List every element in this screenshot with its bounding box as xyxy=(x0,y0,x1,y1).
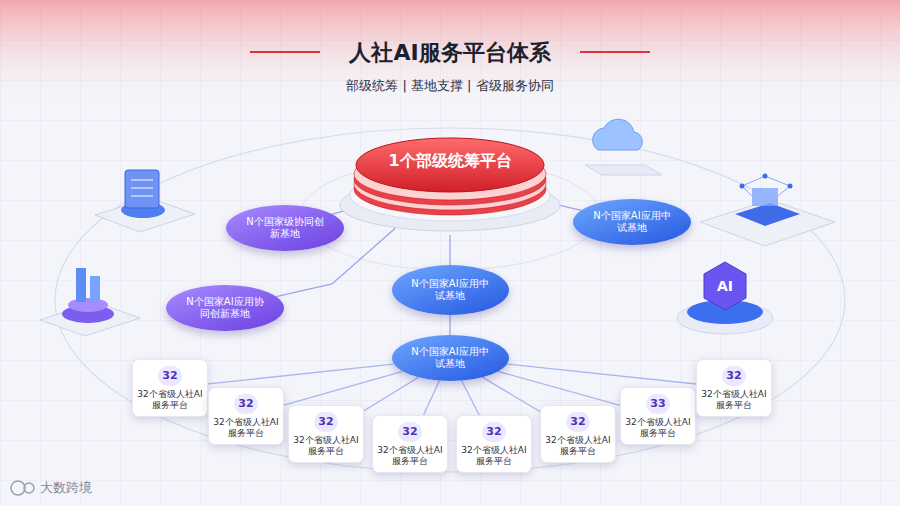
connector xyxy=(423,381,439,416)
province-card: 32 32个省级人社AI服务平台 xyxy=(372,415,448,473)
connector xyxy=(364,377,418,410)
title-rule xyxy=(580,51,650,53)
card-number: 32 xyxy=(234,394,258,414)
top-fade xyxy=(0,0,900,110)
card-label: 32个省级人社AI服务平台 xyxy=(701,389,767,411)
province-card: 32 32个省级人社AI服务平台 xyxy=(288,405,364,463)
server-icon xyxy=(95,170,195,232)
base-ellipse: N个国家AI应用中试基地 xyxy=(573,199,691,245)
stack-icon xyxy=(40,268,140,336)
node-label: N个国家AI应用中试基地 xyxy=(408,278,492,303)
card-number: 32 xyxy=(722,366,746,386)
connector xyxy=(506,364,696,384)
node-label: N个国家AI应用协同创新基地 xyxy=(183,296,267,321)
card-label: 32个省级人社AI服务平台 xyxy=(377,445,443,467)
base-ellipse: N个国家级协同创新基地 xyxy=(226,205,344,251)
card-number: 33 xyxy=(646,394,670,414)
card-label: 32个省级人社AI服务平台 xyxy=(137,389,203,411)
subtitle: 部级统筹 | 基地支撑 | 省级服务协同 xyxy=(346,77,553,95)
base-ellipse: N个国家AI应用协同创新基地 xyxy=(166,285,284,331)
cloud-icon xyxy=(585,119,662,175)
connector xyxy=(449,235,450,265)
orbit-ring xyxy=(55,128,845,472)
title-rule xyxy=(250,51,320,53)
connector xyxy=(284,371,403,405)
province-card: 32 32个省级人社AI服务平台 xyxy=(132,359,208,417)
platform-stack xyxy=(335,125,565,235)
card-label: 32个省级人社AI服务平台 xyxy=(213,417,279,439)
node-label: N个国家AI应用中试基地 xyxy=(590,210,674,235)
card-label: 32个省级人社AI服务平台 xyxy=(461,445,527,467)
node-label: N个国家AI应用中试基地 xyxy=(408,346,492,371)
card-number: 32 xyxy=(314,412,338,432)
connector xyxy=(449,315,450,335)
province-card: 32 32个省级人社AI服务平台 xyxy=(456,415,532,473)
chip-icon xyxy=(700,174,835,247)
ai-badge-text: AI xyxy=(717,278,733,294)
base-ellipse: N个国家AI应用中试基地 xyxy=(392,265,509,315)
watermark-logo xyxy=(11,481,34,495)
watermark: 大数跨境 xyxy=(40,479,92,497)
province-card: 33 32个省级人社AI服务平台 xyxy=(620,387,696,445)
card-label: 32个省级人社AI服务平台 xyxy=(545,435,611,457)
card-number: 32 xyxy=(398,422,422,442)
connector xyxy=(208,364,394,384)
connector xyxy=(498,371,620,405)
card-number: 32 xyxy=(566,412,590,432)
platform-disc: 1个部级统筹平台 xyxy=(335,125,565,235)
node-label: N个国家级协同创新基地 xyxy=(243,216,327,241)
node-label: 1个部级统筹平台 xyxy=(335,151,565,172)
connector xyxy=(462,381,480,416)
base-ellipse: N个国家AI应用中试基地 xyxy=(392,335,509,381)
card-label: 32个省级人社AI服务平台 xyxy=(293,435,359,457)
province-card: 32 32个省级人社AI服务平台 xyxy=(540,405,616,463)
province-card: 32 32个省级人社AI服务平台 xyxy=(696,359,772,417)
card-label: 32个省级人社AI服务平台 xyxy=(625,417,691,439)
diagram-title: 人社AI服务平台体系 xyxy=(0,38,900,68)
province-card: 32 32个省级人社AI服务平台 xyxy=(208,387,284,445)
card-number: 32 xyxy=(158,366,182,386)
card-number: 32 xyxy=(482,422,506,442)
connector xyxy=(482,377,540,411)
ai-badge xyxy=(677,262,773,334)
